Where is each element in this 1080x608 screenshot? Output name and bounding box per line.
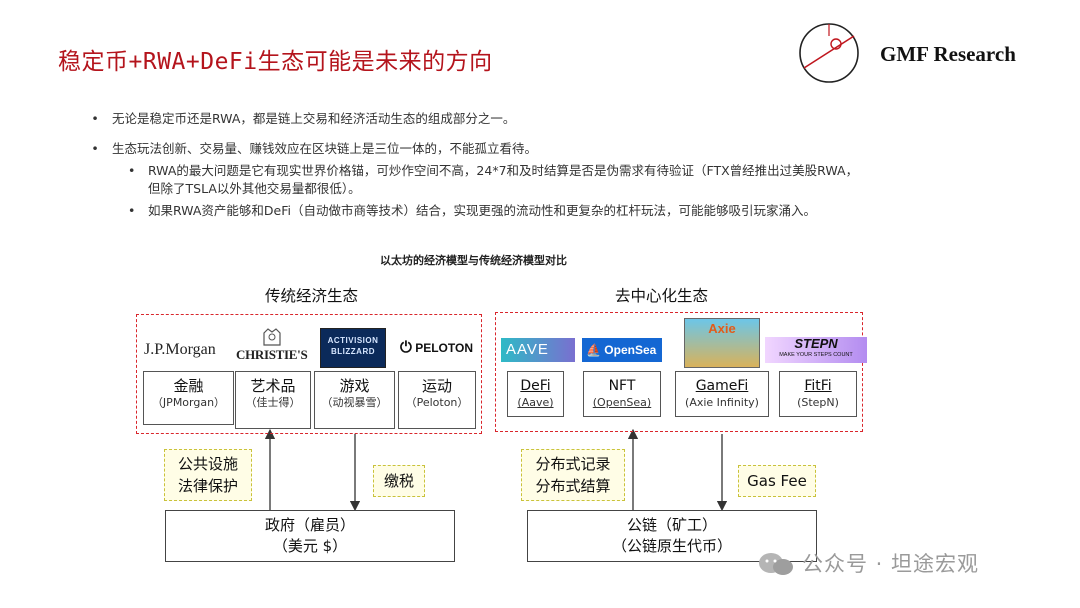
figure-caption: 以太坊的经济模型与传统经济模型对比 [380,254,567,267]
sub-bullet-item: • 如果RWA资产能够和DeFi（自动做市商等技术）结合，实现更强的流动性和更复… [128,202,1008,220]
christies-logo: CHRISTIE'S [236,347,308,362]
category-example: (Aave) [517,396,554,409]
bullet-dot: • [128,203,136,218]
label-line: 缴税 [383,472,414,490]
category-gamefi: GameFi (Axie Infinity) [675,371,769,417]
traditional-title: 传统经济生态 [265,287,359,305]
box-line: （美元 $） [272,537,348,555]
label-line: Gas Fee [747,472,807,490]
slide-title: 稳定币+RWA+DeFi生态可能是未来的方向 [58,49,493,75]
peloton-label: PELOTON [415,341,474,355]
category-sports: 运动 （Peloton） [398,371,476,429]
decentralized-group [495,312,863,432]
category-label: NFT [608,378,636,394]
aave-logo: AAVE [501,338,575,362]
watermark: 公众号 · 坦途宏观 [802,548,979,578]
category-label: DeFi [520,378,551,394]
category-gaming: 游戏 （动视暴雪） [314,371,395,429]
gmf-logo-icon [799,23,859,83]
bullet-dot: • [91,141,99,156]
stepn-logo: STEPN MAKE YOUR STEPS COUNT [765,337,867,363]
bullet-item: • 无论是稳定币还是RWA，都是链上交易和经济活动生态的组成部分之一。 [88,110,515,128]
activision-blizzard-logo: ACTIVISION BLIZZARD [320,328,386,368]
stepn-tagline: MAKE YOUR STEPS COUNT [779,352,853,358]
category-example: (StepN) [797,396,839,409]
category-example: （JPMorgan） [151,396,226,409]
wechat-icon [759,553,793,575]
category-nft: NFT (OpenSea) [583,371,661,417]
label-line: 分布式结算 [535,477,611,495]
peloton-logo: ⏻ PELOTON [400,339,473,356]
category-label: 艺术品 [250,377,296,395]
category-fitfi: FitFi (StepN) [779,371,857,417]
christies-crest-icon [263,328,281,346]
peloton-icon: ⏻ [400,339,412,356]
sub-bullet-item: • RWA的最大问题是它有现实世界价格锚，可炒作空间不高，24*7和及时结算是否… [128,162,1008,198]
opensea-icon: ⛵ [586,343,601,357]
label-line: 法律保护 [177,477,238,495]
label-line: 公共设施 [177,455,238,473]
opensea-logo: ⛵ OpenSea [582,338,662,362]
category-defi: DeFi (Aave) [507,371,564,417]
bullet-dot: • [128,163,136,178]
axie-infinity-logo: Axie [684,318,760,368]
category-label: FitFi [804,378,832,394]
brand-name: GMF Research [880,42,1016,66]
box-line: （公链原生代币） [611,537,732,555]
category-art: 艺术品 （佳士得） [235,371,311,429]
category-finance: 金融 （JPMorgan） [143,371,234,425]
sub-bullet-text: RWA的最大问题是它有现实世界价格锚，可炒作空间不高，24*7和及时结算是否是伪… [148,163,859,178]
government-box: 政府（雇员） （美元 $） [165,510,455,562]
category-example: （佳士得） [245,396,301,409]
category-label: GameFi [695,378,749,394]
axie-label: Axie [708,321,736,336]
aave-label: AAVE [506,341,549,358]
distributed-ledger-label: 分布式记录 分布式结算 [521,449,625,501]
sub-bullet-text: 如果RWA资产能够和DeFi（自动做市商等技术）结合，实现更强的流动性和更复杂的… [148,203,816,218]
category-example: (Axie Infinity) [685,396,759,409]
category-example: (OpenSea) [592,396,652,409]
bullet-text: 生态玩法创新、交易量、赚钱效应在区块链上是三位一体的，不能孤立看待。 [112,141,538,156]
activision-blizzard-label: ACTIVISION BLIZZARD [327,336,379,356]
category-label: 运动 [421,377,452,395]
stepn-label: STEPN [794,336,838,351]
watermark-text: 公众号 · 坦途宏观 [802,552,980,576]
category-example: （动视暴雪） [321,396,388,409]
sub-bullet-text-cont: 但除了TSLA以外其他交易量都很低）。 [148,181,361,196]
public-services-label: 公共设施 法律保护 [164,449,252,501]
box-line: 公链（矿工） [626,516,717,534]
category-example: （Peloton） [405,396,469,409]
tax-label: 缴税 [373,465,425,497]
bullet-text: 无论是稳定币还是RWA，都是链上交易和经济活动生态的组成部分之一。 [112,111,516,126]
decentralized-title: 去中心化生态 [615,287,709,305]
opensea-label: OpenSea [604,343,657,357]
gas-fee-label: Gas Fee [738,465,816,497]
box-line: 政府（雇员） [264,516,355,534]
bullet-dot: • [91,111,99,126]
label-line: 分布式记录 [535,455,611,473]
category-label: 游戏 [339,377,370,395]
category-label: 金融 [173,377,204,395]
jpmorgan-logo: J.P.Morgan [144,341,216,358]
traditional-group [136,314,482,434]
bullet-item: • 生态玩法创新、交易量、赚钱效应在区块链上是三位一体的，不能孤立看待。 [88,140,537,158]
